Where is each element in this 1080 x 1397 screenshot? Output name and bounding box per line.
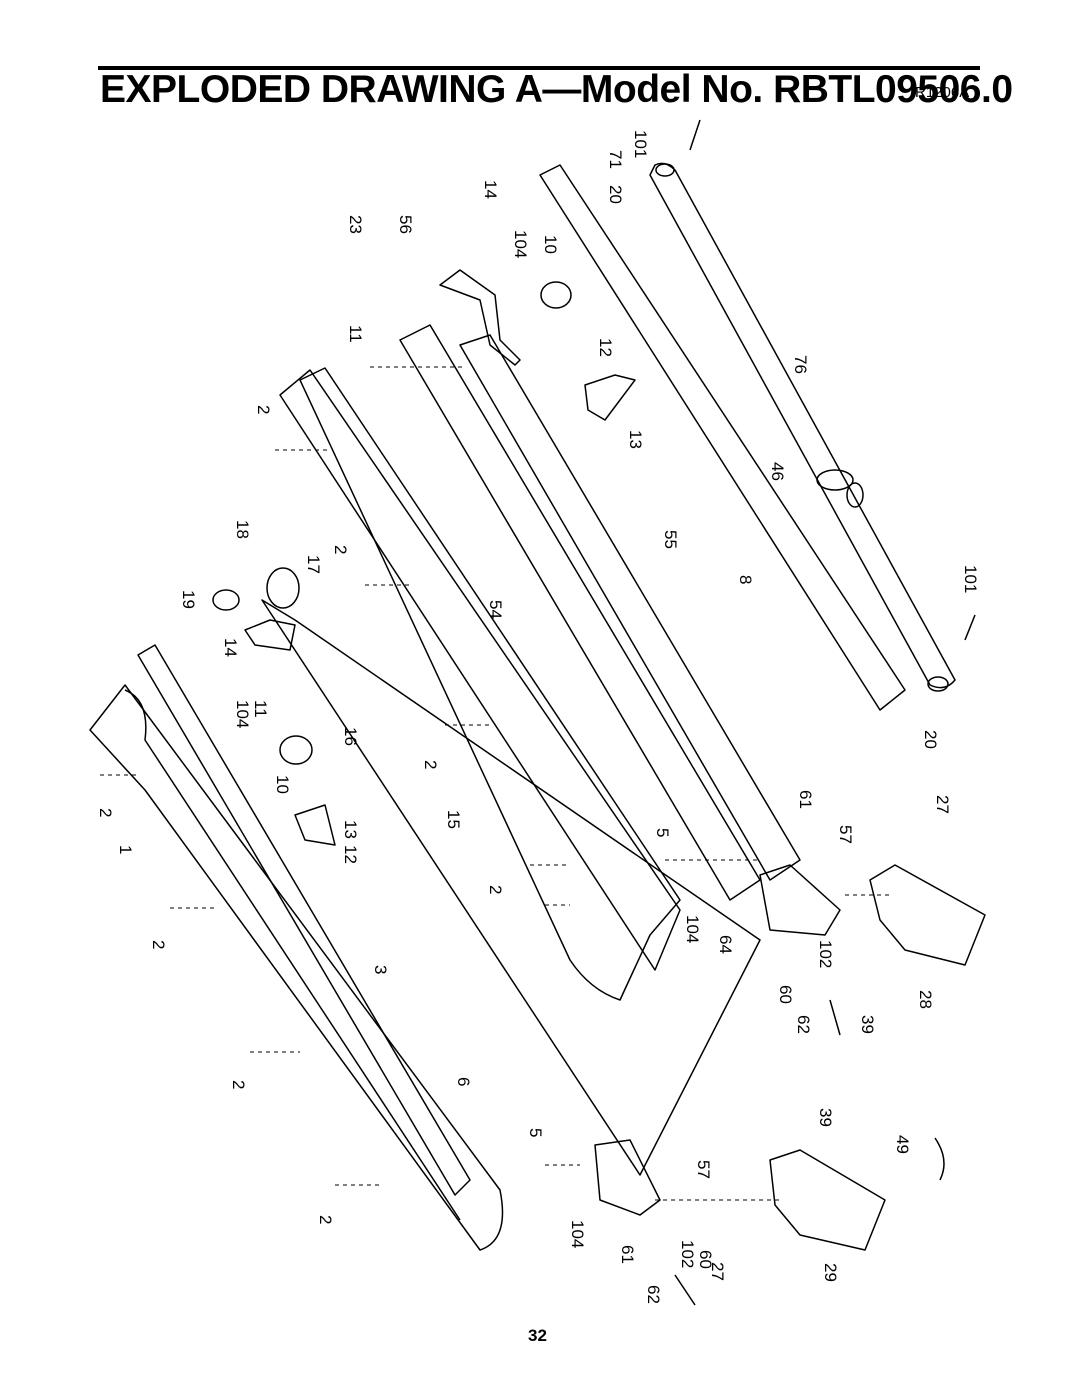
end-cap-left xyxy=(594,1139,661,1216)
callout: 19 xyxy=(179,590,198,609)
callout: 102 xyxy=(816,940,835,968)
callout: 16 xyxy=(341,727,360,746)
callout: 39 xyxy=(858,1015,877,1034)
rail-edge xyxy=(124,689,461,1221)
callout: 61 xyxy=(796,790,815,809)
callout: 5 xyxy=(526,1128,545,1137)
callout: 49 xyxy=(893,1135,912,1154)
callout: 12 xyxy=(596,338,615,357)
bracket-left xyxy=(244,619,296,651)
callout: 57 xyxy=(694,1160,713,1179)
foot-28 xyxy=(869,864,986,966)
isolator-10 xyxy=(540,281,572,309)
callout: 27 xyxy=(708,1262,727,1281)
callout: 15 xyxy=(444,810,463,829)
bracket-top xyxy=(439,269,521,366)
callout: 57 xyxy=(836,825,855,844)
callout: 10 xyxy=(541,235,560,254)
deck-center xyxy=(299,367,681,1001)
roller-46 xyxy=(816,469,854,491)
callout: 2 xyxy=(96,808,115,817)
callout: 10 xyxy=(273,775,292,794)
bolt-101b xyxy=(964,614,976,641)
callout: 2 xyxy=(316,1215,335,1224)
bolt-101 xyxy=(689,119,701,151)
callout: 20 xyxy=(921,730,940,749)
bolt-62b xyxy=(674,1274,696,1306)
callout: 13 xyxy=(626,430,645,449)
callout: 29 xyxy=(821,1263,840,1282)
callout: 18 xyxy=(233,520,252,539)
callout: 101 xyxy=(961,565,980,593)
callout: 2 xyxy=(254,405,273,414)
callout: 14 xyxy=(481,180,500,199)
callout: 61 xyxy=(618,1245,637,1264)
motor-pulley-17 xyxy=(266,567,300,609)
page-number: 32 xyxy=(528,1326,547,1345)
deck-54 xyxy=(279,369,681,971)
callout: 102 xyxy=(678,1240,697,1268)
callout: 20 xyxy=(606,185,625,204)
walking-belt xyxy=(261,599,761,1176)
callout: 2 xyxy=(229,1080,248,1089)
callout: 5 xyxy=(653,828,672,837)
callout: 3 xyxy=(371,965,390,974)
callout: 104 xyxy=(233,700,252,728)
callout: 62 xyxy=(794,1015,813,1034)
callout: 8 xyxy=(736,575,755,584)
callout: 2 xyxy=(149,940,168,949)
wrench-49 xyxy=(934,1137,945,1181)
side-rail-1 xyxy=(89,684,504,1251)
frame-8 xyxy=(459,334,801,881)
callout: 104 xyxy=(511,230,530,258)
page-title: EXPLODED DRAWING A—Model No. RBTL09506.0 xyxy=(100,68,1013,111)
callout: 101 xyxy=(631,130,650,158)
callout: 2 xyxy=(331,545,350,554)
right-rail xyxy=(539,164,906,711)
callout: 46 xyxy=(768,462,787,481)
rail-3 xyxy=(137,644,471,1196)
bearing-19 xyxy=(212,589,240,611)
callout: 60 xyxy=(696,1250,715,1269)
bracket-12b xyxy=(294,804,336,846)
bracket-12 xyxy=(584,374,636,421)
title-rule xyxy=(98,66,980,70)
callout: 6 xyxy=(454,1077,473,1086)
callout: 13 xyxy=(341,820,360,839)
callout: 56 xyxy=(396,215,415,234)
end-cap-right xyxy=(759,864,841,936)
callout: 71 xyxy=(606,150,625,169)
callout: 17 xyxy=(304,555,323,574)
tube-76 xyxy=(649,162,956,689)
callout: 104 xyxy=(683,915,702,943)
callout: 104 xyxy=(568,1220,587,1248)
callouts-lower: 61 57 27 5 104 64 102 28 60 62 39 3 2 6 … xyxy=(229,790,952,1304)
callout: 11 xyxy=(346,325,365,343)
callout: 60 xyxy=(776,985,795,1004)
bolt-62 xyxy=(829,999,841,1036)
callout: 54 xyxy=(486,600,505,619)
callout: 2 xyxy=(421,760,440,769)
frame-55 xyxy=(399,324,761,901)
callout: 12 xyxy=(341,845,360,864)
callout: 55 xyxy=(661,530,680,549)
callout: 23 xyxy=(346,215,365,234)
callout: 28 xyxy=(916,990,935,1009)
callout: 64 xyxy=(716,935,735,954)
callout: 62 xyxy=(644,1285,663,1304)
callout: 1 xyxy=(116,845,135,854)
isolator-10b xyxy=(279,735,313,765)
callout: 14 xyxy=(221,638,240,657)
callout: 27 xyxy=(933,795,952,814)
callout: 11 xyxy=(251,700,270,718)
drawing-reference: R1206A xyxy=(915,84,970,101)
foot-29 xyxy=(769,1149,886,1251)
callouts-upper: 101 71 20 14 104 10 23 56 11 12 13 2 76 … xyxy=(96,130,980,949)
callout: 2 xyxy=(486,885,505,894)
callout: 39 xyxy=(816,1108,835,1127)
callout: 76 xyxy=(791,355,810,374)
